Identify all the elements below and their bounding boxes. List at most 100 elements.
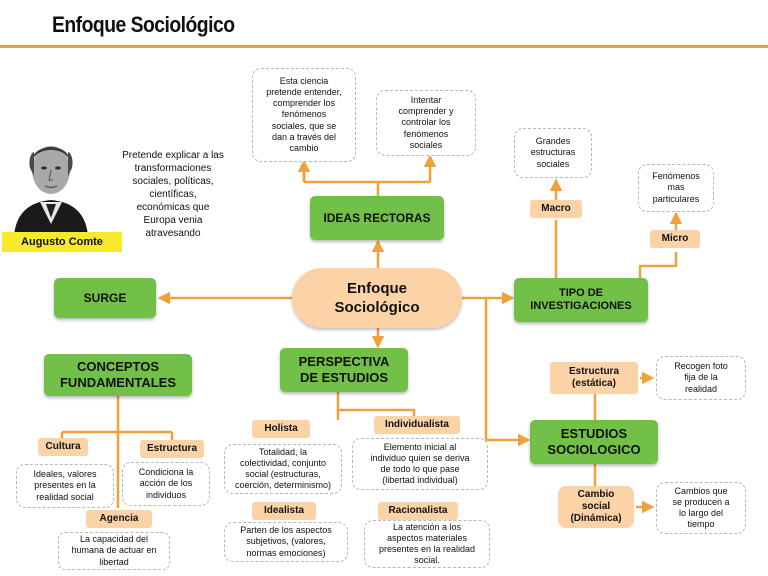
- note-line: social (estructuras,: [245, 469, 321, 479]
- holista-note: Totalidad, la colectividad, conjunto soc…: [224, 444, 342, 494]
- note-line: fija de la: [684, 372, 718, 383]
- micro-note: Fenómenos mas particulares: [638, 164, 714, 212]
- note-line: Elemento inicial al: [383, 441, 457, 452]
- ideas-note-1: Esta ciencia pretende entender, comprend…: [252, 68, 356, 162]
- node-line: DE ESTUDIOS: [299, 370, 389, 385]
- link-center-to-estudios: [484, 298, 531, 447]
- node-line: INVESTIGACIONES: [530, 300, 632, 312]
- note-line: individuo quien se deriva: [370, 452, 470, 463]
- tag-line: social: [581, 501, 611, 512]
- caption-line: económicas que: [136, 201, 210, 213]
- note-line: Recogen foto: [674, 361, 728, 372]
- note-line: realidad social: [36, 491, 94, 502]
- note-line: comprender y: [398, 106, 454, 117]
- note-line: estructuras: [530, 147, 576, 158]
- note-line: normas emociones): [246, 547, 326, 558]
- node-line: ESTUDIOS: [560, 426, 628, 442]
- central-line: Sociológico: [334, 299, 420, 316]
- ideas-rectoras-node: IDEAS RECTORAS: [310, 196, 444, 240]
- tag-line: Estructura: [568, 366, 619, 377]
- note-line: comprender los: [272, 98, 336, 109]
- node-line: CONCEPTOS: [76, 359, 160, 375]
- tag-line: (Dinámica): [570, 513, 622, 524]
- estudios-node: ESTUDIOS SOCIOLOGICO: [530, 420, 658, 464]
- estructura-estatica-tag: Estructura (estática): [550, 362, 638, 394]
- note-line: aspectos materiales: [386, 532, 468, 543]
- surge-node: SURGE: [54, 278, 156, 318]
- note-line: sociales, que se: [271, 120, 337, 131]
- note-line: Esta ciencia: [279, 75, 329, 86]
- cambio-social-note: Cambios que se producen a lo largo del t…: [656, 482, 746, 534]
- node-line: FUNDAMENTALES: [59, 375, 177, 390]
- link-tipo-to-micro: [638, 252, 678, 278]
- ideas-note-2: Intentar comprender y controlar los fenó…: [376, 90, 476, 156]
- note-line: fenómenos: [403, 128, 449, 139]
- node-line: TIPO DE: [558, 286, 603, 299]
- note-line: social.: [414, 555, 440, 566]
- note-line: lo largo del: [678, 508, 724, 518]
- note-line: Cambios que: [674, 485, 728, 496]
- note-line: (libertad individual): [382, 475, 458, 486]
- portrait-name-tag: Augusto Comte: [2, 232, 122, 252]
- conceptos-node: CONCEPTOS FUNDAMENTALES: [44, 354, 192, 396]
- estructura-tag: Estructura: [140, 440, 204, 458]
- note-line: Parten de los aspectos: [240, 525, 332, 536]
- note-line: Totalidad, la: [258, 446, 308, 457]
- tag-line: (estática): [572, 378, 616, 389]
- cultura-tag: Cultura: [38, 438, 88, 456]
- caption-line: atravesando: [145, 227, 201, 239]
- micro-tag: Micro: [650, 230, 700, 248]
- note-line: cambio: [289, 143, 319, 154]
- central-line: Enfoque: [347, 279, 407, 297]
- note-line: pretende entender,: [266, 86, 342, 97]
- note-line: colectividad, conjunto: [239, 457, 327, 468]
- agencia-note: La capacidad del humana de actuar en lib…: [58, 532, 170, 570]
- note-line: de todo lo que pase: [380, 464, 460, 474]
- racionalista-tag: Racionalista: [378, 502, 458, 520]
- augusto-comte-portrait: [10, 128, 92, 236]
- tag-line: Cambio: [577, 489, 615, 500]
- note-line: presentes en la realidad: [378, 544, 476, 554]
- note-line: presentes en la: [34, 480, 96, 491]
- caption-line: sociales, políticas,: [132, 175, 214, 187]
- node-line: PERSPECTIVA: [298, 354, 390, 370]
- note-line: se producen a: [672, 496, 730, 507]
- cambio-social-tag: Cambio social (Dinámica): [558, 486, 634, 528]
- caption-line: transformaciones: [134, 162, 212, 174]
- note-line: La atención a los: [392, 521, 462, 532]
- macro-note: Grandes estructuras sociales: [514, 128, 592, 178]
- agencia-tag: Agencia: [86, 510, 152, 528]
- caption-line: científicas,: [149, 188, 197, 200]
- note-line: subjetivos, (valores,: [246, 536, 326, 547]
- note-line: individuos: [145, 489, 187, 500]
- link-perspectiva-branch: [336, 392, 416, 420]
- note-line: acción de los: [139, 478, 193, 489]
- note-line: libertad: [99, 556, 129, 567]
- link-ideas-to-notes: [302, 163, 430, 196]
- tipo-investigaciones-node: TIPO DE INVESTIGACIONES: [514, 278, 648, 322]
- note-line: Fenómenos: [652, 171, 700, 182]
- note-line: Ideales, valores: [33, 469, 97, 480]
- note-line: tiempo: [687, 519, 715, 530]
- note-line: Condiciona la: [138, 467, 194, 478]
- note-line: La capacidad del: [79, 534, 149, 545]
- individualista-note: Elemento inicial al individuo quien se d…: [352, 438, 488, 490]
- idealista-note: Parten de los aspectos subjetivos, (valo…: [224, 522, 348, 562]
- macro-tag: Macro: [530, 200, 582, 218]
- note-line: Intentar: [410, 94, 442, 105]
- portrait-caption: Pretende explicar a las transformaciones…: [98, 146, 248, 242]
- central-node: Enfoque Sociológico: [292, 268, 462, 328]
- caption-line: Pretende explicar a las: [122, 149, 224, 161]
- note-line: sociales: [536, 158, 570, 169]
- note-line: fenómenos: [281, 109, 327, 120]
- note-line: coerción, determinismo): [234, 480, 332, 491]
- caption-line: Europa venia: [143, 214, 203, 226]
- estructura-estatica-note: Recogen foto fija de la realidad: [656, 356, 746, 400]
- estructura-note: Condiciona la acción de los individuos: [122, 462, 210, 506]
- racionalista-note: La atención a los aspectos materiales pr…: [364, 520, 490, 568]
- perspectiva-node: PERSPECTIVA DE ESTUDIOS: [280, 348, 408, 392]
- page-title: Enfoque Sociológico: [52, 12, 235, 37]
- note-line: particulares: [652, 193, 700, 204]
- individualista-tag: Individualista: [374, 416, 460, 434]
